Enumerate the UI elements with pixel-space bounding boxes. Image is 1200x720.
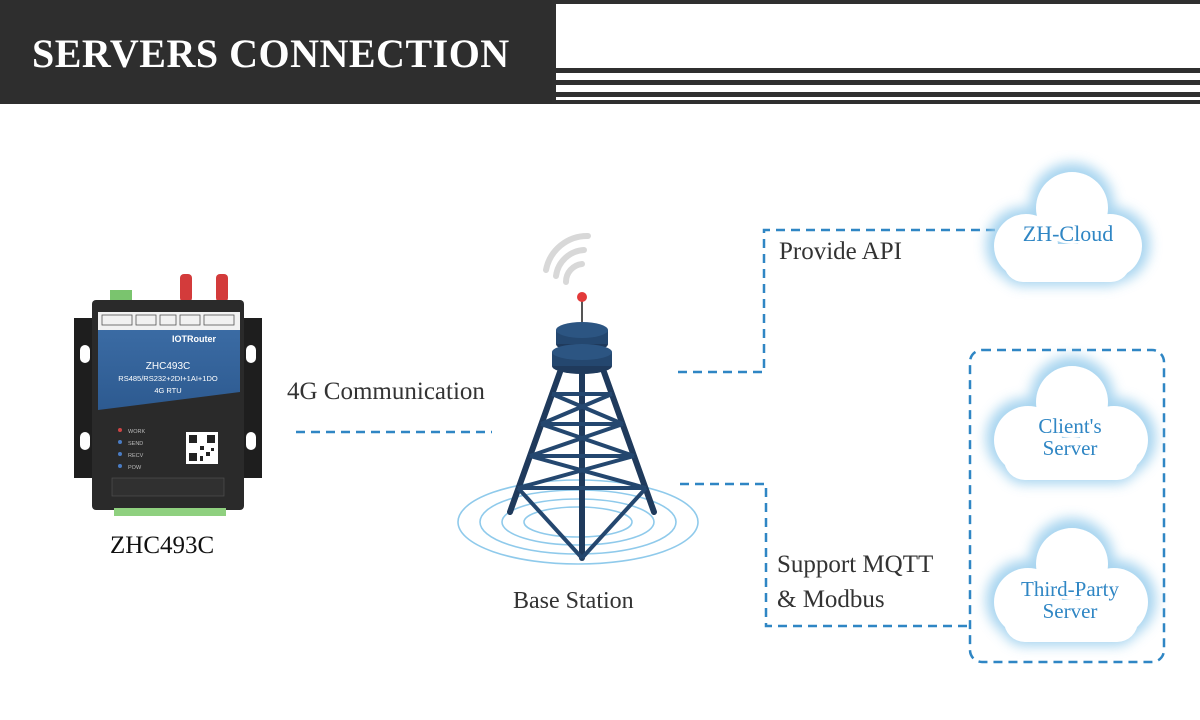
cloud-icon bbox=[986, 518, 1156, 646]
link-tower-servers bbox=[680, 482, 970, 628]
header-stripes bbox=[556, 4, 1200, 100]
device-caption: ZHC493C bbox=[110, 532, 215, 559]
cloud-icon bbox=[986, 163, 1150, 286]
wifi-icon bbox=[543, 232, 591, 285]
led-label: RECV bbox=[128, 453, 144, 459]
header-stripe-2 bbox=[556, 80, 1200, 85]
device-model: ZHC493C bbox=[146, 361, 190, 372]
device-type: 4G RTU bbox=[154, 386, 181, 395]
antenna-icon bbox=[216, 274, 228, 302]
device-leds: WORK SEND RECV POW bbox=[118, 428, 145, 471]
header-stripe-1 bbox=[556, 68, 1200, 73]
device-brand: IOTRouter bbox=[172, 334, 216, 344]
device-spec: RS485/RS232+2DI+1AI+1DO bbox=[118, 374, 218, 383]
qr-code-icon bbox=[186, 432, 218, 464]
cloud-label-third-party-server: Third-Party Server bbox=[1021, 577, 1119, 623]
base-station-label: Base Station bbox=[513, 588, 634, 614]
base-station-icon bbox=[457, 232, 699, 565]
dashed-connectors bbox=[296, 228, 1166, 664]
header-bar: SERVERS CONNECTION bbox=[0, 0, 1200, 104]
cloud-label-client-server: Client's Server bbox=[1038, 414, 1102, 460]
led-label: SEND bbox=[128, 441, 143, 447]
link-label-mqtt: Support MQTT bbox=[777, 551, 934, 578]
led-label: WORK bbox=[128, 429, 145, 435]
cloud-icon bbox=[986, 356, 1156, 484]
servers-group-box bbox=[968, 348, 1166, 664]
cloud-label-zh-cloud: ZH-Cloud bbox=[1022, 221, 1114, 246]
link-label-4g: 4G Communication bbox=[287, 378, 485, 405]
header-stripe-3 bbox=[556, 92, 1200, 97]
page-title: SERVERS CONNECTION bbox=[32, 31, 510, 76]
link-label-modbus: & Modbus bbox=[777, 586, 885, 613]
link-tower-cloud bbox=[678, 228, 1000, 374]
led-label: POW bbox=[128, 465, 142, 471]
link-label-api: Provide API bbox=[779, 238, 902, 265]
antenna-icon bbox=[180, 274, 192, 302]
device-image: IOTRouter ZHC493C RS485/RS232+2DI+1AI+1D… bbox=[74, 274, 262, 516]
header-title-box: SERVERS CONNECTION bbox=[0, 0, 552, 104]
